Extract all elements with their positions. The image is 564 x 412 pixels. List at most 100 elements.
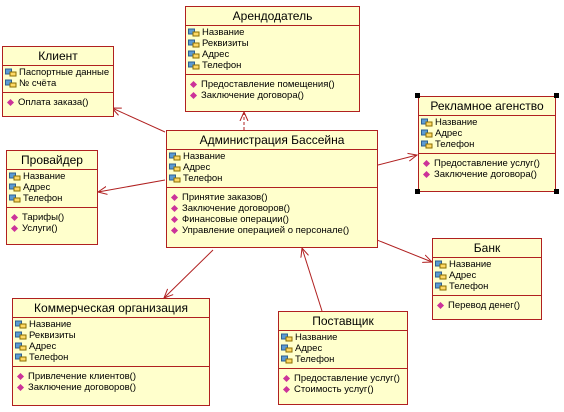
attribute: Адрес bbox=[15, 341, 209, 352]
attribute: Адрес bbox=[188, 49, 359, 60]
selection-handle[interactable] bbox=[415, 93, 420, 98]
attribute-icon bbox=[15, 320, 27, 329]
class-name: Клиент bbox=[3, 47, 113, 66]
selection-handle[interactable] bbox=[554, 93, 559, 98]
operation: Предоставление услуг() bbox=[281, 373, 407, 384]
operation-icon bbox=[189, 91, 198, 100]
attributes-section: Название Реквизиты Адрес Телефон bbox=[13, 318, 209, 366]
operation-icon bbox=[6, 98, 15, 107]
operation-icon bbox=[16, 383, 25, 392]
operations-section: Предоставление помещения() Заключение до… bbox=[186, 74, 359, 104]
attribute: Адрес bbox=[281, 343, 407, 354]
attributes-section: Название Адрес Телефон bbox=[7, 170, 97, 207]
attribute: Название bbox=[421, 117, 555, 128]
operation: Перевод денег() bbox=[435, 300, 541, 311]
operation-icon bbox=[10, 224, 19, 233]
attribute-icon bbox=[435, 271, 447, 280]
class-name: Рекламное агенство bbox=[419, 97, 555, 116]
attribute-icon bbox=[188, 61, 200, 70]
attribute: Название bbox=[281, 332, 407, 343]
attribute-icon bbox=[281, 355, 293, 364]
operation-icon bbox=[422, 159, 431, 168]
attribute: Паспортные данные bbox=[5, 67, 113, 78]
attribute-icon bbox=[421, 140, 433, 149]
attribute-icon bbox=[169, 152, 181, 161]
operation: Услуги() bbox=[9, 223, 97, 234]
class-name: Администрация Бассейна bbox=[167, 131, 377, 150]
attribute: Телефон bbox=[188, 60, 359, 71]
attribute: Название bbox=[169, 151, 377, 162]
attribute: Адрес bbox=[9, 182, 97, 193]
operation: Предоставление помещения() bbox=[188, 79, 359, 90]
attribute: Реквизиты bbox=[15, 330, 209, 341]
attribute: Телефон bbox=[281, 354, 407, 365]
operation: Заключение договора() bbox=[188, 90, 359, 101]
class-advertising-agency[interactable]: Рекламное агенство Название Адрес Телефо… bbox=[418, 96, 556, 192]
operations-section: Тарифы() Услуги() bbox=[7, 207, 97, 237]
attribute-icon bbox=[9, 194, 21, 203]
attributes-section: Название Адрес Телефон bbox=[419, 116, 555, 153]
attributes-section: Паспортные данные № счёта bbox=[3, 66, 113, 92]
operation: Стоимость услуг() bbox=[281, 384, 407, 395]
attribute: Название bbox=[15, 319, 209, 330]
operation: Тарифы() bbox=[9, 212, 97, 223]
attribute-icon bbox=[435, 282, 447, 291]
attribute-icon bbox=[188, 28, 200, 37]
class-supplier[interactable]: Поставщик Название Адрес Телефон Предост… bbox=[278, 311, 408, 405]
class-provider[interactable]: Провайдер Название Адрес Телефон Тарифы(… bbox=[6, 150, 98, 245]
operations-section: Предоставление услуг() Заключение догово… bbox=[419, 153, 555, 183]
attribute-icon bbox=[169, 174, 181, 183]
attribute-icon bbox=[9, 183, 21, 192]
attribute-icon bbox=[15, 342, 27, 351]
selection-handle[interactable] bbox=[554, 189, 559, 194]
class-client[interactable]: Клиент Паспортные данные № счёта Оплата … bbox=[2, 46, 114, 117]
operation-icon bbox=[170, 215, 179, 224]
attribute: Телефон bbox=[15, 352, 209, 363]
attribute: Телефон bbox=[435, 281, 541, 292]
selection-handle[interactable] bbox=[415, 189, 420, 194]
operation: Управление операцией о персонале() bbox=[169, 225, 377, 236]
operation: Заключение договоров() bbox=[15, 382, 209, 393]
operation: Принятие заказов() bbox=[169, 192, 377, 203]
attribute-icon bbox=[281, 333, 293, 342]
attribute-icon bbox=[421, 118, 433, 127]
link-pool-to-client bbox=[112, 108, 166, 133]
class-name: Арендодатель bbox=[186, 7, 359, 26]
operation: Предоставление услуг() bbox=[421, 158, 555, 169]
operation-icon bbox=[16, 372, 25, 381]
operation-icon bbox=[282, 385, 291, 394]
operation-icon bbox=[436, 301, 445, 310]
link-pool-to-commercial bbox=[164, 249, 214, 298]
link-pool-to-agency bbox=[377, 155, 417, 166]
operation-icon bbox=[422, 170, 431, 179]
operations-section: Предоставление услуг() Стоимость услуг() bbox=[279, 368, 407, 398]
operation-icon bbox=[189, 80, 198, 89]
attribute-icon bbox=[5, 79, 17, 88]
attribute: Адрес bbox=[169, 162, 377, 173]
attribute: Телефон bbox=[421, 139, 555, 150]
operation: Заключение договоров() bbox=[169, 203, 377, 214]
class-landlord[interactable]: Арендодатель Название Реквизиты Адрес Те… bbox=[185, 6, 360, 112]
class-bank[interactable]: Банк Название Адрес Телефон Перевод дене… bbox=[432, 238, 542, 320]
attribute: Адрес bbox=[435, 270, 541, 281]
class-name: Коммерческая организация bbox=[13, 299, 209, 318]
operation-icon bbox=[282, 374, 291, 383]
attribute: № счёта bbox=[5, 78, 113, 89]
attribute-icon bbox=[9, 172, 21, 181]
attribute-icon bbox=[421, 129, 433, 138]
operation-icon bbox=[170, 193, 179, 202]
operations-section: Оплата заказа() bbox=[3, 92, 113, 111]
attribute: Телефон bbox=[9, 193, 97, 204]
attribute-icon bbox=[5, 68, 17, 77]
attribute: Название bbox=[9, 171, 97, 182]
attributes-section: Название Адрес Телефон bbox=[279, 331, 407, 368]
attribute: Адрес bbox=[421, 128, 555, 139]
class-name: Банк bbox=[433, 239, 541, 258]
attribute-icon bbox=[435, 260, 447, 269]
class-pool-administration[interactable]: Администрация Бассейна Название Адрес Те… bbox=[166, 130, 378, 248]
operations-section: Привлечение клиентов() Заключение догово… bbox=[13, 366, 209, 396]
attribute: Реквизиты bbox=[188, 38, 359, 49]
class-commercial-organization[interactable]: Коммерческая организация Название Реквиз… bbox=[12, 298, 210, 406]
